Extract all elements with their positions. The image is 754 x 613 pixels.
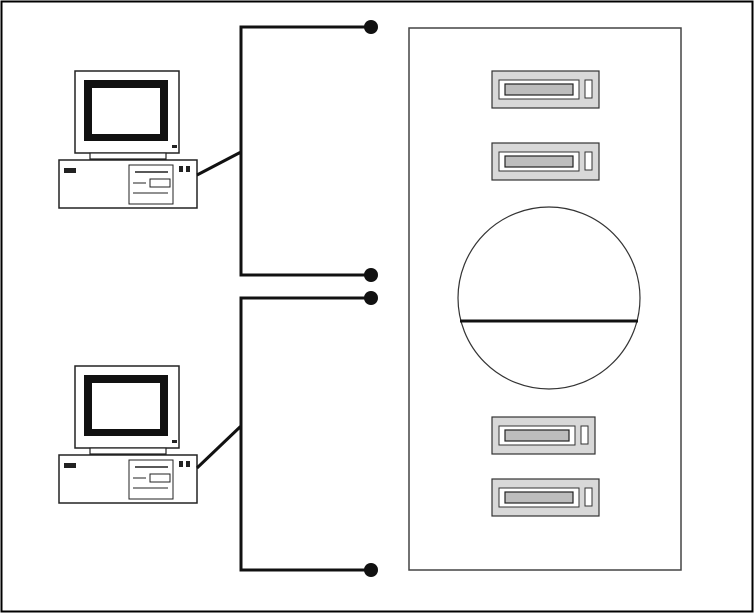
drive-slot-icon: [492, 479, 599, 516]
bus-terminator-icon: [364, 563, 378, 577]
desktop-computer-icon: [59, 366, 197, 503]
drive-slot-icon: [492, 71, 599, 108]
bus-terminator-icon: [364, 268, 378, 282]
bus-terminator-icon: [364, 20, 378, 34]
desktop-computer-icon: [59, 71, 197, 208]
bus-terminator-icon: [364, 291, 378, 305]
disk-platter-icon: [458, 207, 640, 389]
drive-slot-icon: [492, 417, 595, 454]
drive-slot-icon: [492, 143, 599, 180]
